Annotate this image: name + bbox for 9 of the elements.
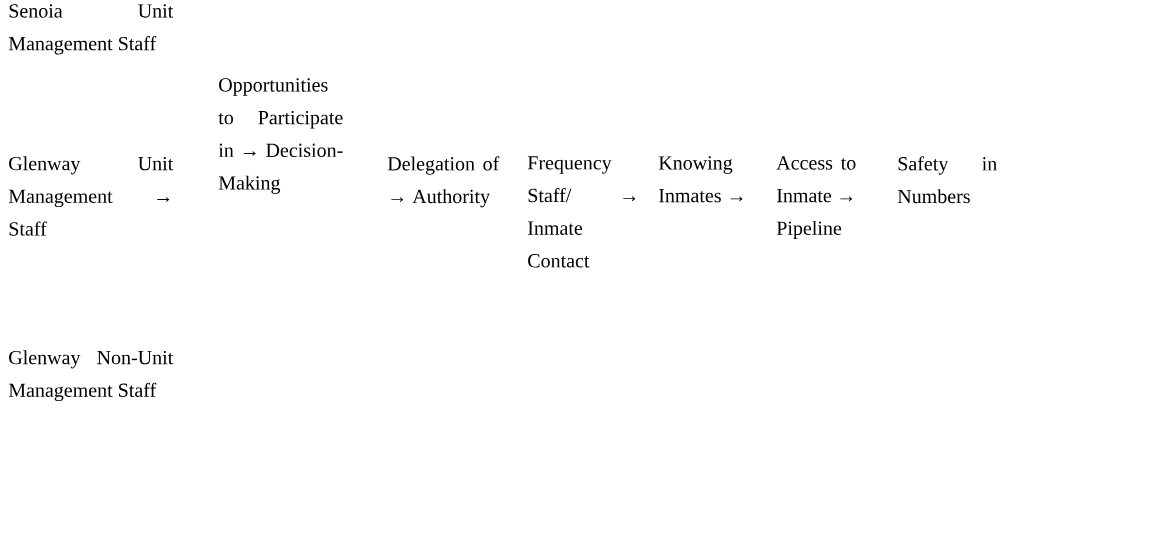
label-text: Glenway Unit Management → Staff bbox=[8, 156, 174, 236]
label-text: Glenway Non-Unit Management Staff bbox=[8, 350, 174, 402]
label-text: Safety in Numbers bbox=[897, 156, 997, 204]
label-text: Delegation of → Authority bbox=[387, 156, 500, 208]
label-text: Knowing Inmates → bbox=[658, 156, 743, 203]
label-text: Opportunities to Participate in → Decision-Making bbox=[218, 78, 343, 194]
label-text: Access to Inmate → Pipeline bbox=[776, 156, 856, 240]
label-text: Frequency Staff/ → Inmate Contact bbox=[527, 156, 636, 268]
label-text: Senoia Unit Management Staff bbox=[8, 4, 174, 55]
